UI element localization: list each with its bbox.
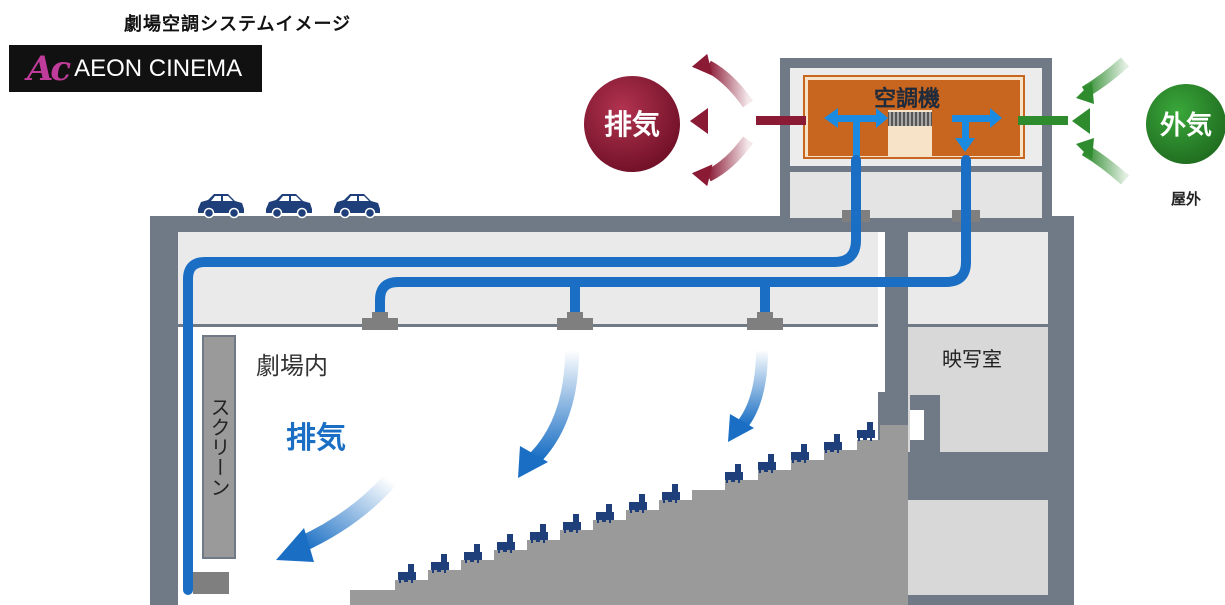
exhaust-arrows (690, 53, 753, 187)
car-icon (265, 193, 313, 219)
exhaust-inside-label: 排気 (286, 421, 346, 456)
logo-text: AEON CINEMA (74, 54, 243, 82)
exhaust-badge: 排気 (584, 76, 680, 172)
supply-duct (183, 155, 971, 595)
intake-arrows (1072, 57, 1130, 185)
aeon-cinema-logo: Ac AEON CINEMA (9, 45, 262, 92)
diagram-title: 劇場空調システムイメージ (124, 14, 352, 35)
exhaust-outside-label: 排気 (604, 108, 660, 141)
exhaust-duct (756, 116, 806, 125)
intake-duct (1018, 116, 1068, 125)
theater-inside-label: 劇場内 (256, 352, 328, 380)
screen-label: スクリーン (207, 397, 231, 497)
outdoors-label: 屋外 (1171, 190, 1201, 208)
car-icon (333, 193, 381, 219)
car-icon (197, 193, 245, 219)
ac-unit-label: 空調機 (874, 86, 940, 112)
ac-internal-arrows (824, 108, 1002, 158)
outside-air-badge: 外気 (1146, 84, 1225, 164)
projection-room-label: 映写室 (942, 347, 1002, 371)
logo-mark: Ac (27, 48, 71, 89)
return-grille (193, 572, 229, 594)
screen: スクリーン (202, 335, 236, 559)
coil-icon (888, 112, 932, 126)
outside-air-label: 外気 (1160, 110, 1212, 141)
airflow-arrows (276, 349, 768, 562)
rooftop-enclosure: 空調機 (780, 58, 1052, 226)
